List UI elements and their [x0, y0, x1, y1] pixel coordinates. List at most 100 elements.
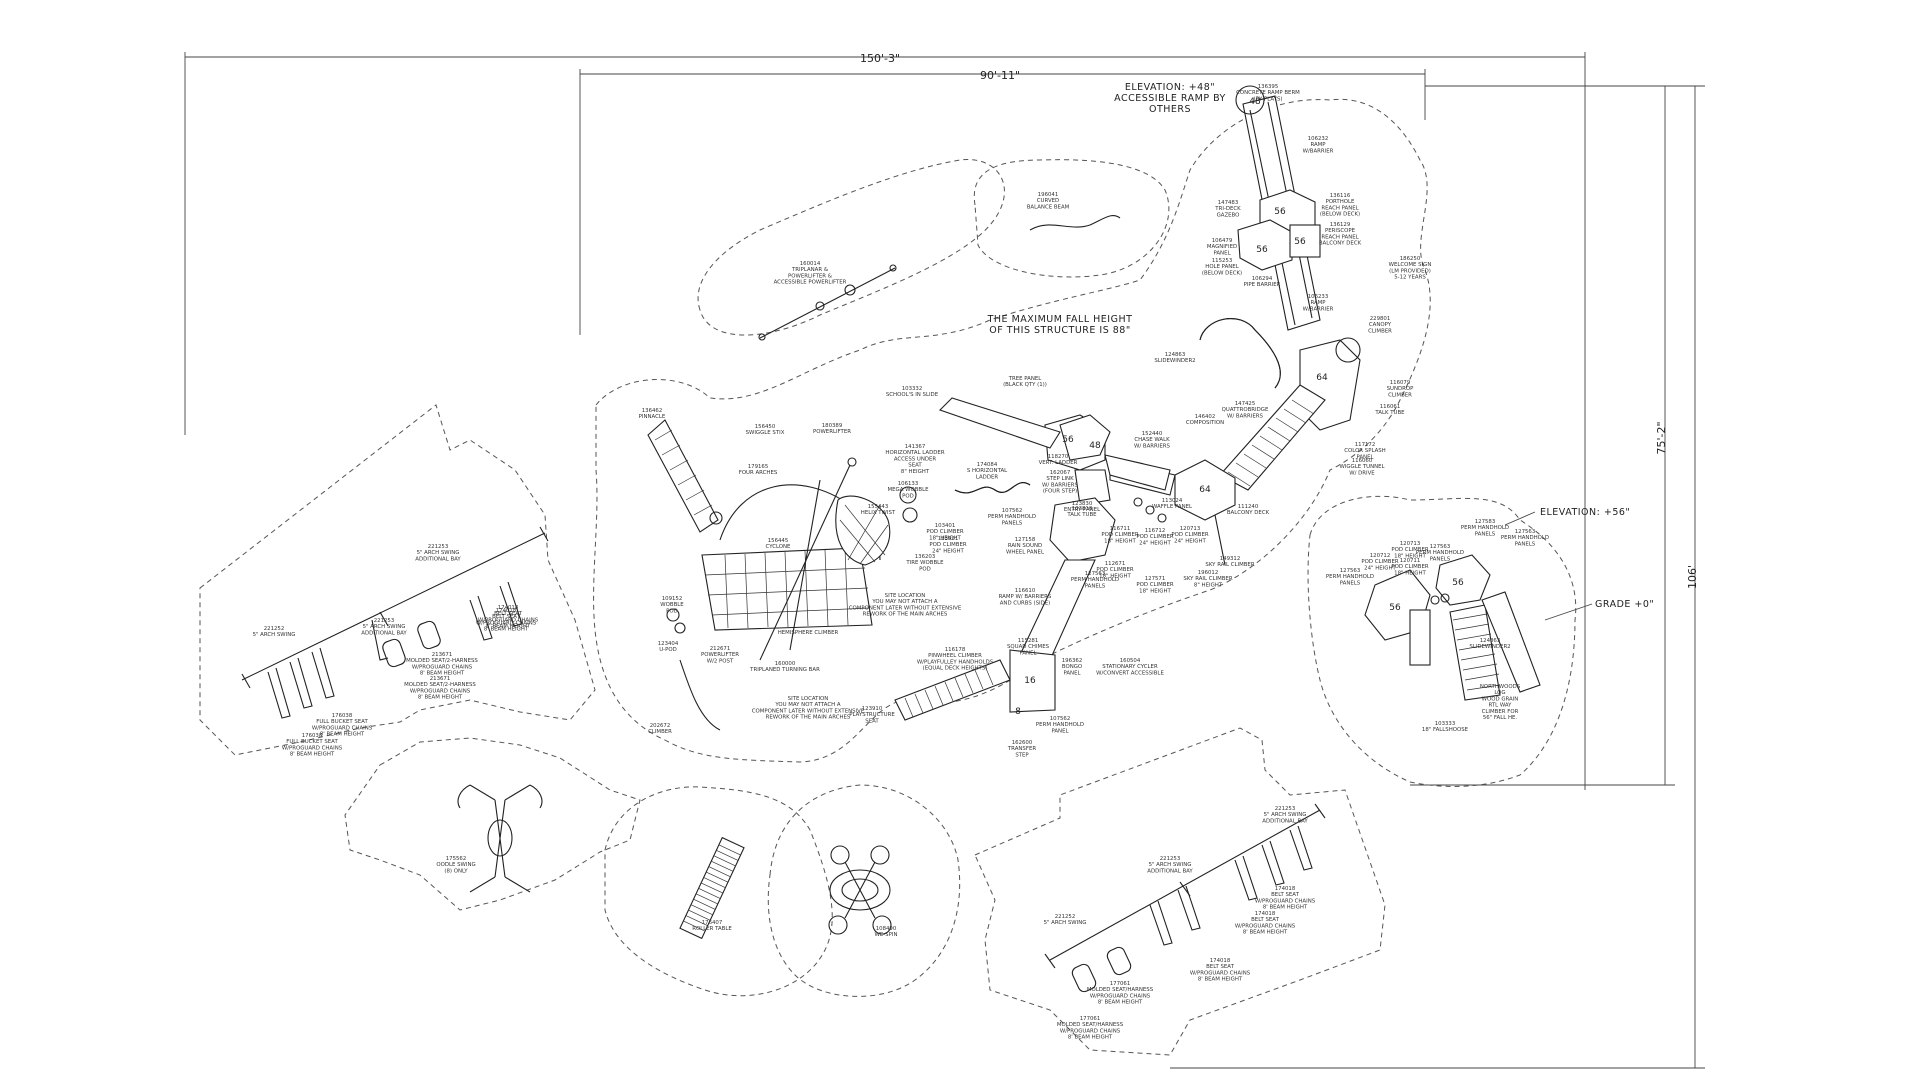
- component-label-line: 174018: [1210, 958, 1231, 964]
- component-label-line: 116061: [1380, 404, 1401, 410]
- component-label-line: TRANSFER: [1007, 746, 1036, 752]
- component-label-line: SEAT: [865, 718, 879, 724]
- component-label-line: PANELS: [1085, 583, 1106, 589]
- component-label-line: W/PROGUARD CHAINS: [282, 745, 343, 751]
- component-label-line: 103401: [935, 523, 956, 529]
- component-label-line: FOUR ARCHES: [739, 470, 778, 476]
- component-label-line: 127158: [1015, 537, 1036, 543]
- component-label-line: PERM HANDHOLD: [1071, 577, 1119, 583]
- component-label-line: AND CURBS (SIDE): [1000, 600, 1051, 606]
- component-label-line: WHEEL PANEL: [1006, 549, 1044, 555]
- component-label-line: POWERLIFTER: [813, 429, 851, 435]
- deck-number: 56: [1062, 435, 1074, 445]
- component-label-line: (BELOW DECK): [1320, 212, 1360, 218]
- component-label-line: 8' BEAM HEIGHT: [1068, 1035, 1113, 1041]
- zone-we-spin: [767, 784, 961, 997]
- component-label-line: (FOUR STEP): [1043, 489, 1077, 495]
- component-label-line: 120712: [1370, 553, 1391, 559]
- component-label-line: YOU MAY NOT ATTACH A: [871, 599, 938, 605]
- component-label-line: 136462: [642, 408, 663, 414]
- deck-number: 56: [1256, 245, 1268, 255]
- component-label-line: 177061: [1110, 981, 1131, 987]
- component-label-line: SLIDEWINDER2: [1469, 644, 1510, 650]
- component-label-line: 24" HEIGHT: [1139, 540, 1171, 546]
- component-label-line: 5" ARCH SWING: [253, 632, 296, 638]
- svg-text:ACCESSIBLE RAMP BY: ACCESSIBLE RAMP BY: [1114, 93, 1226, 104]
- component-label-line: ADDITIONAL BAY: [415, 556, 461, 562]
- component-label-line: LOG: [1494, 690, 1505, 696]
- component-label-line: 120711: [1400, 558, 1421, 564]
- component-label-line: 152440: [1142, 431, 1163, 437]
- component-label-line: (BLACK QTY (1)): [1003, 382, 1047, 388]
- zone-balance-beam: [973, 159, 1170, 278]
- svg-text:OF THIS STRUCTURE IS 88": OF THIS STRUCTURE IS 88": [989, 325, 1130, 336]
- component-label-line: (BELOW DECK): [1202, 270, 1242, 276]
- dim-inner-width: 90'-11": [980, 69, 1020, 82]
- powerlifter-line: [758, 264, 897, 341]
- dim-overall-width: 150'-3": [860, 52, 900, 65]
- component-label-line: PERM HANDHOLD: [1416, 550, 1464, 556]
- component-label-line: RAMP: [1310, 142, 1326, 148]
- component-label-line: BALCONY DECK: [1227, 510, 1270, 516]
- component-label-line: COLOR SPLASH: [1344, 448, 1385, 454]
- dim-right-height: 75'-2": [1655, 421, 1668, 454]
- deck-numbers: 48 56 56 56 56 48 64 64 56 56 16 8: [1015, 97, 1464, 717]
- component-label-line: 5" ARCH SWING: [1149, 862, 1192, 868]
- deck-number: 56: [1389, 603, 1401, 613]
- component-label-line: W/PROGUARD CHAINS: [312, 725, 373, 731]
- component-label-line: POD CLIMBER: [1171, 532, 1208, 538]
- component-label-line: TRIPLANAR &: [791, 267, 829, 273]
- component-label-line: REWORK OF THE MAIN ARCHES: [863, 612, 948, 618]
- component-label-line: HOLE PANEL: [1205, 264, 1238, 270]
- component-label-line: 127563: [1085, 571, 1106, 577]
- component-label-line: 5" ARCH SWING: [363, 624, 406, 630]
- component-label-line: 18" HEIGHT: [1139, 588, 1171, 594]
- component-label-line: (EQUAL DECK HEIGHTS): [923, 666, 988, 672]
- component-label-line: 124863: [1165, 352, 1186, 358]
- component-label-line: PIPE BARRIER: [1244, 282, 1281, 288]
- component-label-line: PANELS: [1430, 556, 1451, 562]
- roller-table: [679, 836, 745, 940]
- component-label-line: 116079: [1390, 380, 1411, 386]
- component-label-line: W/PROGUARD CHAINS: [410, 688, 471, 694]
- component-label-line: MEGA WOBBLE: [887, 487, 929, 493]
- component-label-line: 106294: [1252, 276, 1273, 282]
- component-label-line: SEAT: [908, 463, 922, 469]
- main-structure: [894, 85, 1361, 721]
- component-label-line: 146402: [1195, 414, 1216, 420]
- zone-tower-right: [1307, 495, 1577, 787]
- component-label-line: VERT. LADDER: [1039, 460, 1078, 466]
- component-label-line: HORIZONTAL LADDER: [885, 450, 944, 456]
- component-label-line: 18" HEIGHT: [1104, 538, 1136, 544]
- component-label-line: (BY PLAYS): [1254, 96, 1283, 102]
- component-label-line: 103332: [902, 386, 923, 392]
- component-label-line: 221253: [374, 618, 395, 624]
- component-label-line: CLIMBER: [1368, 328, 1392, 334]
- component-label-line: SITE LOCATION: [885, 593, 926, 599]
- component-label-line: POD CLIMBER: [1096, 567, 1133, 573]
- component-label-line: 175562: [446, 856, 467, 862]
- component-label-line: W/PROGUARD CHAINS: [1235, 923, 1296, 929]
- component-label-line: 196012: [1198, 570, 1219, 576]
- component-label-line: 5" ARCH SWING: [417, 550, 460, 556]
